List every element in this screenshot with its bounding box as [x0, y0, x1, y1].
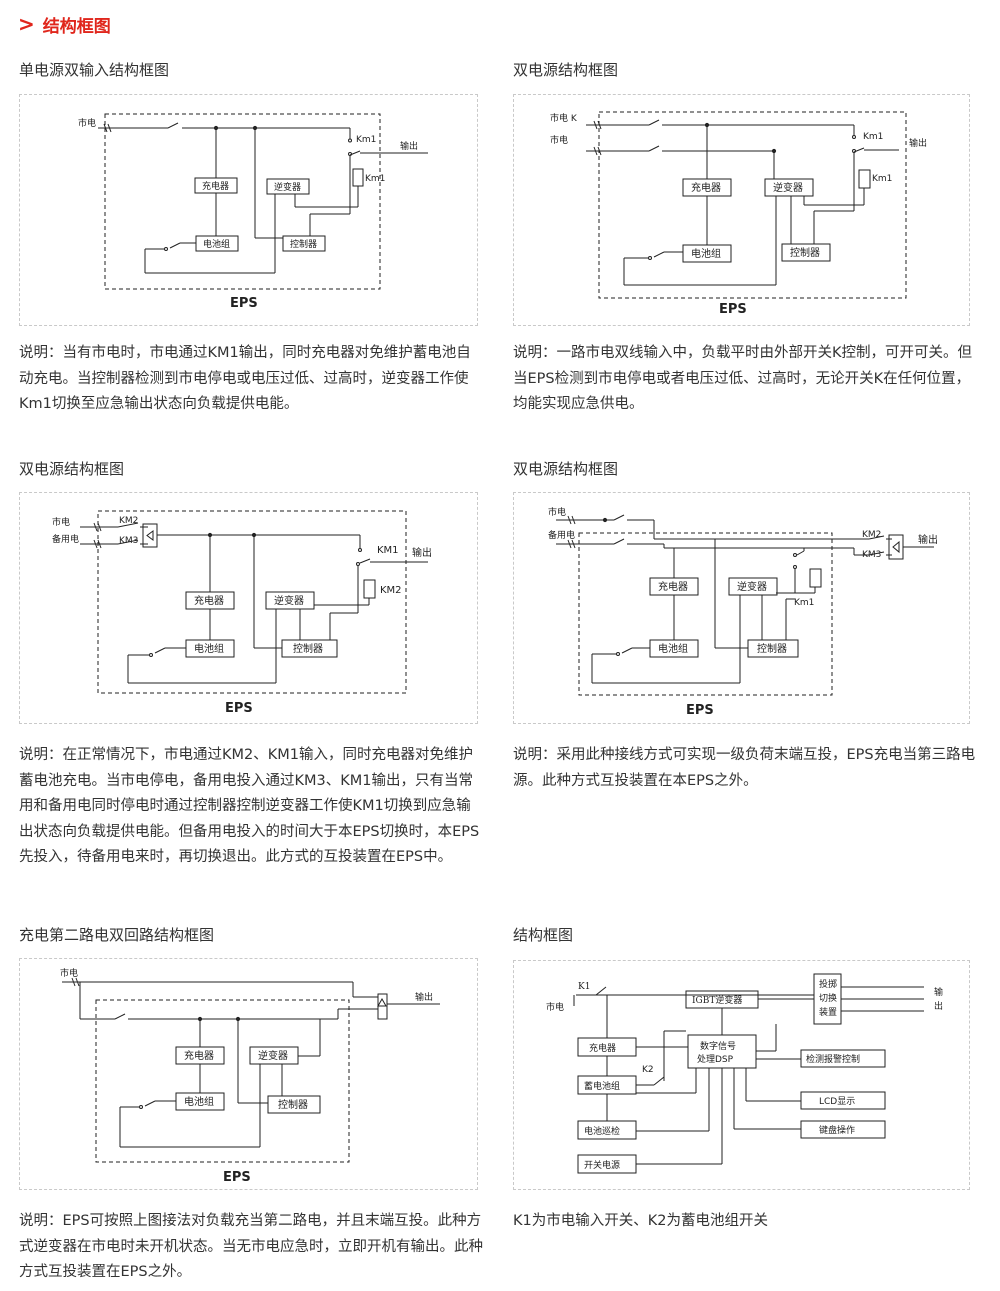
- diagram-4-title: 双电源结构框图: [513, 460, 619, 478]
- diagram-label: 处理DSP: [697, 1053, 734, 1065]
- diagram-label: 键盘操作: [819, 1124, 855, 1136]
- diagram-label: 电池组: [203, 238, 230, 250]
- diagram-5-title: 充电第二路电双回路结构框图: [19, 926, 215, 944]
- diagram-label: KM2: [119, 516, 138, 526]
- diagram-6-title: 结构框图: [513, 926, 574, 944]
- diagram-6-description: K1为市电输入开关、K2为蓄电池组开关: [513, 1213, 768, 1229]
- diagram-label: 输: [934, 986, 943, 998]
- diagram-4: 市电 备用电 KM2 KM3 输出 Km1 充电器 电: [548, 506, 938, 718]
- diagram-label: 逆变器: [773, 181, 803, 194]
- diagram-label: KM3: [862, 550, 881, 560]
- diagram-label: 逆变器: [737, 580, 767, 593]
- diagram-5-description: 说明：EPS可按照上图接法对负载充当第二路电，并且末端互投。此种方式逆变器在市电…: [19, 1213, 483, 1280]
- diagram-6-panel: K1 市电 IGBT逆变器 投掷 切换 装置 输 出 数字信号 处理DSP 检测…: [513, 960, 970, 1190]
- diagram-label: Km1: [365, 174, 385, 184]
- diagram-label: 充电器: [194, 594, 224, 607]
- diagram-label: 充电器: [202, 180, 229, 192]
- diagram-label: 输出: [400, 140, 418, 152]
- diagram-3: 市电 KM2 备用电 KM3 KM1 输出 KM2 充电器 电池组 逆变器: [52, 510, 432, 716]
- diagram-label: 蓄电池组: [584, 1080, 620, 1092]
- diagram-label: 电池组: [194, 642, 224, 655]
- diagram-4-description: 说明：采用此种接线方式可实现一级负荷末端互投，EPS充电当第三路电源。此种方式互…: [513, 747, 976, 789]
- diagram-label: K1: [578, 982, 590, 992]
- diagram-label: 电池组: [691, 247, 721, 260]
- diagram-label: 出: [934, 1000, 943, 1012]
- page-title: 结构框图: [42, 16, 111, 37]
- diagram-label: 电池组: [184, 1095, 214, 1108]
- diagram-label: 充电器: [589, 1042, 616, 1054]
- diagram-label: 数字信号: [700, 1040, 736, 1052]
- diagram-label: IGBT逆变器: [692, 994, 742, 1006]
- diagram-label: Km1: [794, 598, 814, 608]
- section-header: > 结构框图: [18, 10, 111, 38]
- diagram-6: K1 市电 IGBT逆变器 投掷 切换 装置 输 出 数字信号 处理DSP 检测…: [546, 973, 943, 1174]
- diagram-label: 输出: [415, 991, 433, 1003]
- diagram-1: 市电 Km1 输出 Km1 充电器 电池组 逆变器 控制器 EPS: [78, 113, 428, 311]
- diagram-label: 投掷: [819, 978, 837, 990]
- diagram-label: K2: [642, 1065, 654, 1075]
- eps-boundary: [104, 113, 381, 290]
- diagram-label: 充电器: [691, 181, 721, 194]
- diagram-2-title: 双电源结构框图: [513, 61, 619, 79]
- diagram-label: EPS: [230, 296, 258, 311]
- diagram-label: EPS: [225, 701, 253, 716]
- diagram-2-panel: 市电 K 市电 Km1 输出 Km1 充电器 电池组 逆变器 控制: [513, 94, 970, 326]
- chevron-right-icon: >: [18, 12, 35, 36]
- diagram-label: 装置: [819, 1006, 837, 1018]
- diagram-label: 输出: [918, 533, 938, 546]
- inverter-box: [266, 178, 310, 195]
- diagram-label: 控制器: [278, 1098, 308, 1111]
- diagram-label: 逆变器: [258, 1049, 288, 1062]
- controller-box: [282, 235, 326, 252]
- diagram-label: 备用电: [52, 533, 79, 545]
- diagram-label: KM2: [862, 530, 881, 540]
- diagram-label: 市电: [78, 117, 96, 129]
- diagram-label: KM3: [119, 536, 138, 546]
- diagram-label: KM1: [377, 545, 399, 556]
- diagram-label: 逆变器: [274, 594, 304, 607]
- diagram-label: 市电: [548, 506, 566, 518]
- diagram-label: 市电 K: [550, 112, 578, 124]
- diagram-label: 检测报警控制: [806, 1053, 860, 1065]
- diagram-label: 市电: [546, 1001, 564, 1013]
- diagram-label: 市电: [550, 134, 568, 146]
- diagram-1-panel: 市电 Km1 输出 Km1 充电器 电池组 逆变器 控制器 EPS: [19, 94, 478, 326]
- diagram-label: 切换: [819, 992, 837, 1004]
- diagram-label: 备用电: [548, 529, 575, 541]
- diagram-2-description: 说明：一路市电双线输入中，负载平时由外部开关K控制，可开可关。但当EPS检测到市…: [513, 345, 973, 412]
- diagram-label: 电池巡检: [584, 1125, 620, 1137]
- diagram-label: 市电: [52, 516, 70, 528]
- diagram-1-title: 单电源双输入结构框图: [19, 61, 170, 79]
- diagram-label: 电池组: [658, 642, 688, 655]
- diagram-3-description: 说明：在正常情况下，市电通过KM2、KM1输入，同时充电器对免维护蓄电池充电。当…: [19, 747, 480, 865]
- diagram-label: Km1: [356, 135, 376, 145]
- diagram-label: Km1: [872, 174, 892, 184]
- diagram-label: 输出: [412, 546, 432, 559]
- diagram-label: EPS: [686, 703, 714, 718]
- diagram-3-title: 双电源结构框图: [19, 460, 125, 478]
- diagram-2: 市电 K 市电 Km1 输出 Km1 充电器 电池组 逆变器 控制: [550, 111, 927, 317]
- diagram-4-panel: 市电 备用电 KM2 KM3 输出 Km1 充电器 电: [513, 492, 970, 724]
- diagram-label: 市电: [60, 967, 78, 979]
- diagram-label: 控制器: [757, 642, 787, 655]
- diagram-label: 充电器: [658, 580, 688, 593]
- diagram-label: 开关电源: [584, 1159, 620, 1171]
- diagram-3-panel: 市电 KM2 备用电 KM3 KM1 输出 KM2 充电器 电池组 逆变器: [19, 492, 478, 724]
- diagram-label: 充电器: [184, 1049, 214, 1062]
- diagram-label: 控制器: [290, 238, 317, 250]
- diagram-label: EPS: [719, 302, 747, 317]
- diagram-1-description: 说明：当有市电时，市电通过KM1输出，同时充电器对免维护蓄电池自动充电。当控制器…: [19, 345, 471, 412]
- diagram-label: Km1: [863, 132, 883, 142]
- diagram-label: 逆变器: [274, 181, 301, 193]
- diagram-label: EPS: [223, 1170, 251, 1185]
- diagram-label: 控制器: [790, 246, 820, 259]
- diagram-5-panel: 市电 输出 充电器 电池组 逆变器 控制器 EPS: [19, 958, 478, 1190]
- diagram-label: 输出: [909, 137, 927, 149]
- diagram-label: LCD显示: [819, 1096, 855, 1107]
- diagram-label: 控制器: [293, 642, 323, 655]
- diagram-label: KM2: [380, 585, 402, 596]
- diagram-5: 市电 输出 充电器 电池组 逆变器 控制器 EPS: [60, 967, 440, 1185]
